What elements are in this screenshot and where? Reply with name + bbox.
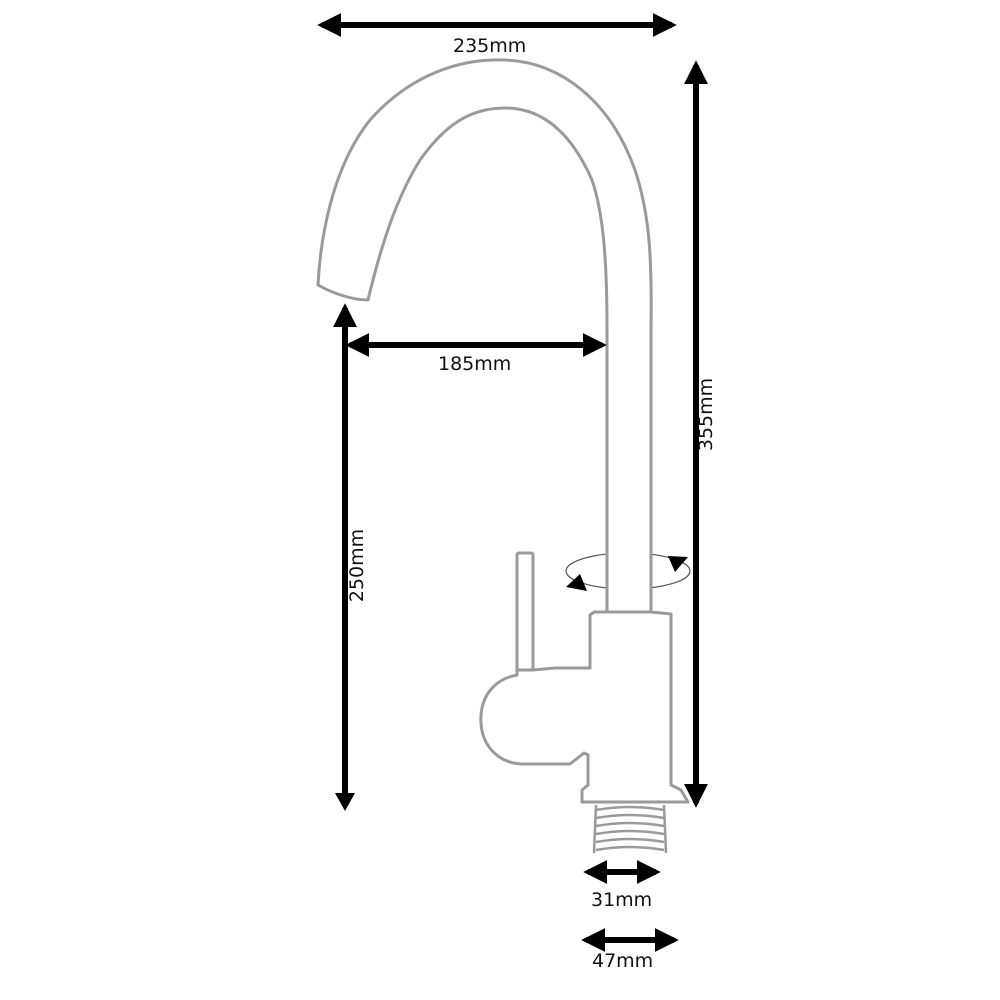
faucet-outline (316, 58, 690, 854)
lever-handle (515, 551, 535, 672)
spout-height-label: 250mm (346, 528, 369, 603)
threaded-shank (592, 804, 668, 854)
faucet-body (479, 554, 690, 804)
overall-width-label: 235mm (453, 35, 527, 57)
spout-height-arrow-bottom (335, 793, 355, 811)
spout-reach-label: 185mm (438, 353, 512, 375)
dimension-arrows (317, 12, 708, 952)
overall-height-label: 355mm (695, 377, 718, 452)
base-diameter-label: 47mm (592, 950, 654, 972)
swivel-rotation-icon (565, 550, 691, 612)
thread-diameter-label: 31mm (591, 889, 653, 911)
